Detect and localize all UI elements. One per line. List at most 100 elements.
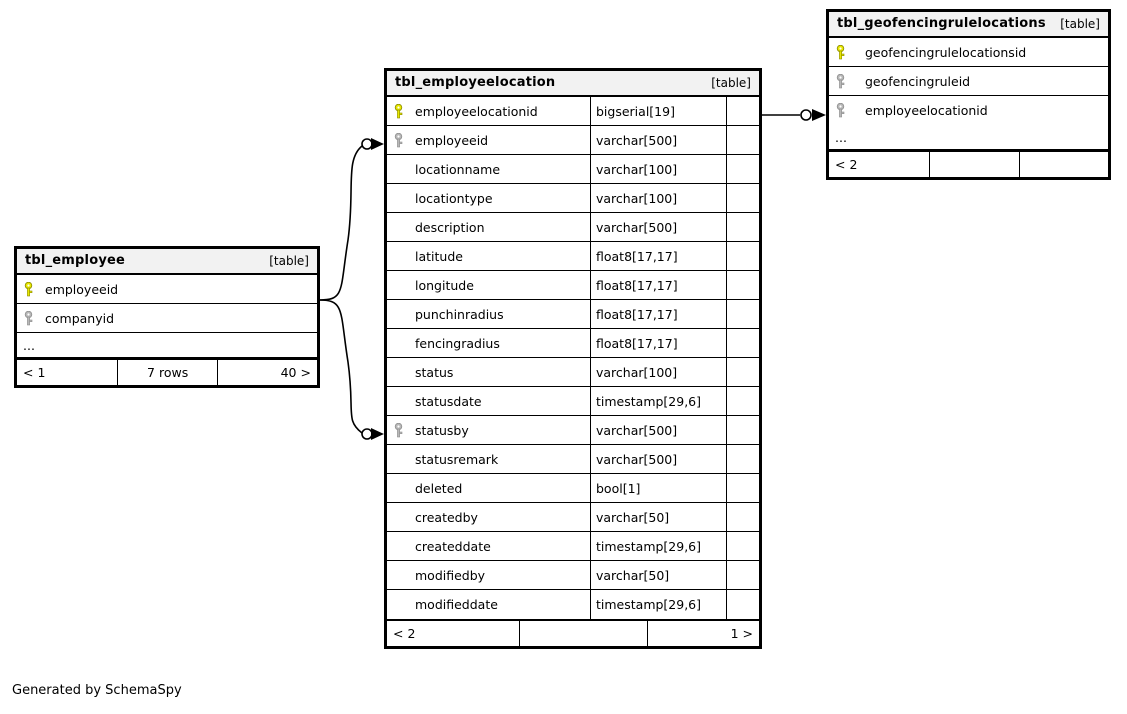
column-type: varchar[500]	[596, 132, 678, 148]
footer-prev-link[interactable]: < 2	[393, 626, 416, 641]
column-type-cell: varchar[50]	[590, 503, 726, 531]
column-name: employeelocationid	[865, 103, 988, 118]
table-row[interactable]: longitude float8[17,17]	[387, 271, 759, 300]
table-row[interactable]: geofencingruleid	[829, 67, 1108, 96]
column-type: varchar[50]	[596, 509, 670, 525]
table-type-tag: [table]	[711, 75, 751, 90]
column-name: punchinradius	[415, 306, 504, 322]
column-name-cell: employeeid	[409, 126, 590, 154]
edge-arrowhead	[371, 138, 384, 150]
footer-next-link[interactable]: 1 >	[647, 621, 759, 646]
column-spacer-cell	[726, 97, 759, 125]
column-type-cell: varchar[100]	[590, 184, 726, 212]
footer-next-link[interactable]	[1018, 152, 1108, 177]
column-type: varchar[50]	[596, 567, 670, 583]
edge-endpoint-circle	[361, 138, 373, 150]
edge-endpoint-circle	[800, 109, 812, 121]
column-spacer-cell	[726, 213, 759, 241]
table-row[interactable]: description varchar[500]	[387, 213, 759, 242]
column-name: employeeid	[415, 132, 489, 148]
table-header: tbl_employee [table]	[17, 249, 317, 275]
column-name: description	[415, 219, 485, 235]
table-row[interactable]: punchinradius float8[17,17]	[387, 300, 759, 329]
column-name: createddate	[415, 538, 491, 554]
column-name-cell: longitude	[409, 271, 590, 299]
edge-employee-to-employeeid	[319, 145, 363, 301]
column-type: varchar[100]	[596, 364, 678, 380]
key-icon-placeholder	[387, 329, 409, 357]
footer-next-link[interactable]: 40 >	[217, 360, 317, 385]
footer-row-count: 7 rows	[117, 360, 217, 385]
table-title: tbl_geofencingrulelocations	[837, 16, 1046, 31]
column-name-cell: locationtype	[409, 184, 590, 212]
column-type: varchar[100]	[596, 161, 678, 177]
key-icon-placeholder	[387, 271, 409, 299]
table-row[interactable]: employeeid varchar[500]	[387, 126, 759, 155]
footer-prev-link[interactable]: < 1	[23, 365, 46, 380]
column-spacer-cell	[726, 532, 759, 560]
generator-caption: Generated by SchemaSpy	[12, 683, 182, 698]
column-name-cell: status	[409, 358, 590, 386]
column-type: bool[1]	[596, 480, 641, 496]
column-spacer-cell	[726, 590, 759, 619]
column-spacer-cell	[726, 300, 759, 328]
table-row[interactable]: modifiedby varchar[50]	[387, 561, 759, 590]
column-name: modifiedby	[415, 567, 486, 583]
footer-prev-link[interactable]: < 2	[835, 157, 858, 172]
key-icon-placeholder	[387, 387, 409, 415]
table-tbl-employee[interactable]: tbl_employee [table] employeeid	[14, 246, 320, 388]
column-type: varchar[500]	[596, 219, 678, 235]
table-row[interactable]: companyid	[17, 304, 317, 333]
column-type-cell: timestamp[29,6]	[590, 532, 726, 560]
foreign-key-icon	[387, 416, 409, 444]
table-row[interactable]: deleted bool[1]	[387, 474, 759, 503]
column-spacer-cell	[726, 126, 759, 154]
key-icon-placeholder	[387, 358, 409, 386]
column-type-cell: float8[17,17]	[590, 242, 726, 270]
table-row[interactable]: employeelocationid	[829, 96, 1108, 125]
column-name-cell: description	[409, 213, 590, 241]
key-icon-placeholder	[387, 474, 409, 502]
table-row[interactable]: createddate timestamp[29,6]	[387, 532, 759, 561]
column-name: modifieddate	[415, 597, 498, 612]
key-icon-placeholder	[387, 503, 409, 531]
edge-arrowhead	[812, 109, 826, 121]
column-type-cell: varchar[500]	[590, 126, 726, 154]
key-icon-placeholder	[387, 445, 409, 473]
column-name: locationtype	[415, 190, 493, 206]
column-name: deleted	[415, 480, 463, 496]
more-columns-indicator: ...	[17, 333, 317, 358]
column-type: varchar[100]	[596, 190, 678, 206]
column-type-cell: float8[17,17]	[590, 300, 726, 328]
key-icon-placeholder	[387, 532, 409, 560]
table-row[interactable]: latitude float8[17,17]	[387, 242, 759, 271]
column-type-cell: timestamp[29,6]	[590, 590, 726, 619]
table-row[interactable]: modifieddate timestamp[29,6]	[387, 590, 759, 619]
column-name-cell: employeelocationid	[851, 96, 1108, 125]
column-type: bigserial[19]	[596, 103, 675, 119]
column-name-cell: punchinradius	[409, 300, 590, 328]
table-row[interactable]: geofencingrulelocationsid	[829, 38, 1108, 67]
column-name: longitude	[415, 277, 474, 293]
table-row[interactable]: locationtype varchar[100]	[387, 184, 759, 213]
table-row[interactable]: employeeid	[17, 275, 317, 304]
column-name-cell: statusdate	[409, 387, 590, 415]
table-tbl-employeelocation[interactable]: tbl_employeelocation [table] employeeloc…	[384, 68, 762, 649]
column-name: status	[415, 364, 454, 380]
column-name-cell: statusremark	[409, 445, 590, 473]
table-row[interactable]: status varchar[100]	[387, 358, 759, 387]
column-name: statusremark	[415, 451, 499, 467]
column-type: float8[17,17]	[596, 277, 678, 293]
column-name: latitude	[415, 248, 463, 264]
foreign-key-icon	[387, 126, 409, 154]
table-tbl-geofencingrulelocations[interactable]: tbl_geofencingrulelocations [table] geof…	[826, 9, 1111, 180]
